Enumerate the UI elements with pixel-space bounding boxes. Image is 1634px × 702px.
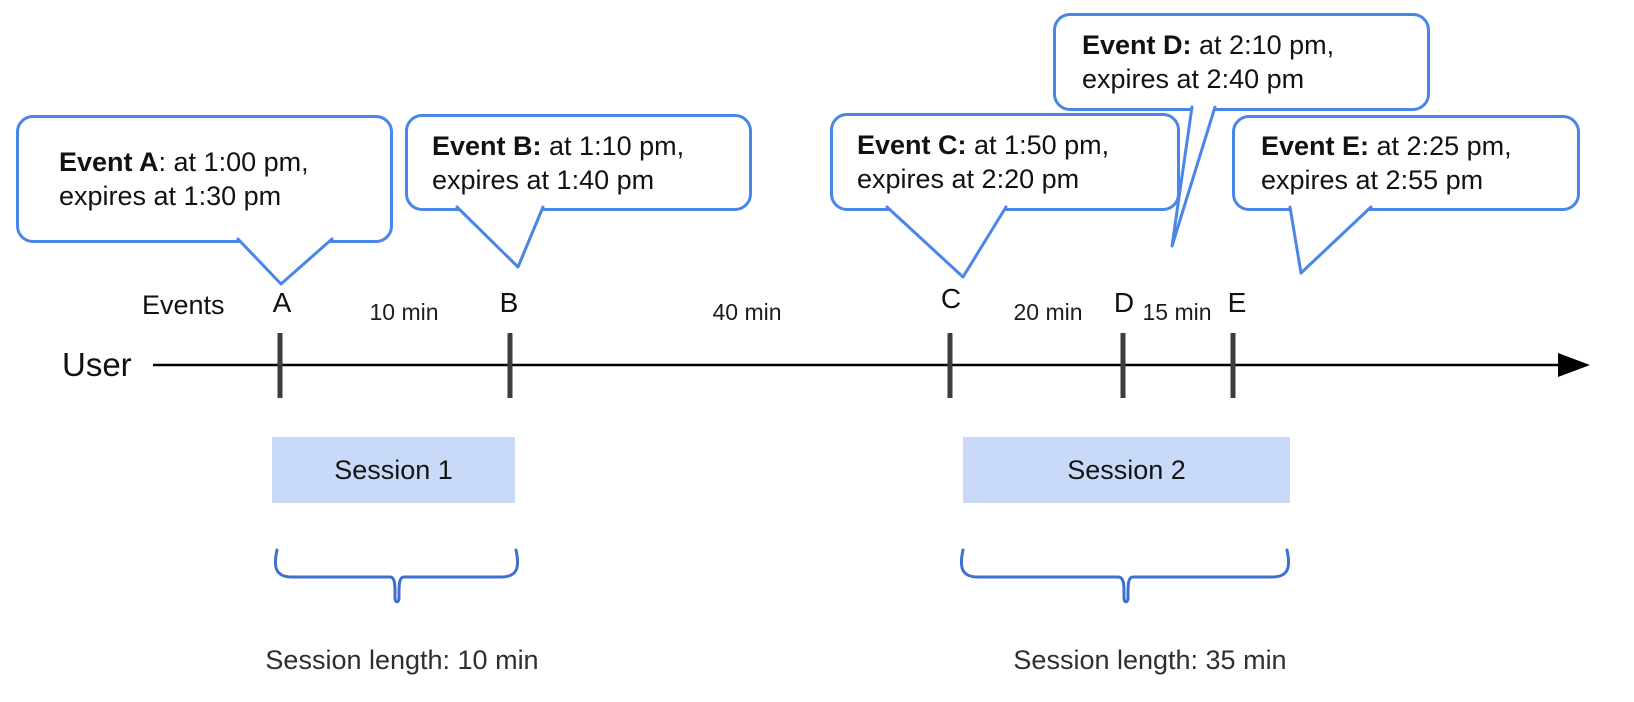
event-d-title: Event D: bbox=[1082, 30, 1192, 60]
session-1-length-caption: Session length: 10 min bbox=[265, 645, 539, 675]
event-b-callout: Event B: at 1:10 pm, expires at 1:40 pm bbox=[405, 114, 752, 211]
event-a-expiry: expires at 1:30 pm bbox=[59, 181, 282, 211]
session-2-label: Session 2 bbox=[1067, 454, 1186, 485]
session-1-box: Session 1 bbox=[272, 437, 515, 503]
event-c-callout: Event C: at 1:50 pm, expires at 2:20 pm bbox=[830, 113, 1180, 211]
interval-c-d: 20 min bbox=[1013, 299, 1083, 325]
event-b-title: Event B: bbox=[432, 130, 542, 161]
event-b-time: at 1:10 pm, bbox=[541, 130, 685, 161]
event-a-tail bbox=[236, 237, 334, 286]
event-a-callout: Event A: at 1:00 pm, expires at 1:30 pm bbox=[16, 115, 393, 243]
event-e-line1: Event E: at 2:25 pm, bbox=[1261, 129, 1577, 163]
tick-label-b: B bbox=[499, 287, 519, 318]
event-a-time: : at 1:00 pm, bbox=[158, 147, 309, 177]
tick-label-a: A bbox=[272, 287, 292, 318]
event-b-tail bbox=[455, 205, 545, 269]
session-1-label: Session 1 bbox=[334, 454, 453, 485]
session-2-box: Session 2 bbox=[963, 437, 1290, 503]
interval-d-e: 15 min bbox=[1142, 299, 1212, 325]
event-d-time: at 2:10 pm, bbox=[1191, 30, 1335, 60]
tick-label-e: E bbox=[1227, 287, 1247, 318]
event-d-callout: Event D: at 2:10 pm, expires at 2:40 pm bbox=[1053, 13, 1430, 111]
tick-label-c: C bbox=[940, 283, 962, 314]
event-e-time: at 2:25 pm, bbox=[1369, 131, 1512, 161]
event-c-time: at 1:50 pm, bbox=[966, 130, 1110, 160]
event-c-tail bbox=[885, 205, 1008, 279]
event-a-line1: Event A: at 1:00 pm, bbox=[59, 145, 390, 179]
interval-a-b: 10 min bbox=[369, 299, 439, 325]
event-b-line1: Event B: at 1:10 pm, bbox=[432, 129, 749, 163]
timeline-arrowhead-icon bbox=[1558, 353, 1590, 377]
event-d-expiry: expires at 2:40 pm bbox=[1082, 64, 1305, 94]
session-2-brace bbox=[959, 548, 1291, 604]
session-1-brace bbox=[273, 548, 520, 604]
session-2-length-caption: Session length: 35 min bbox=[1013, 645, 1287, 675]
event-c-title: Event C: bbox=[857, 130, 967, 160]
event-e-tail bbox=[1288, 205, 1373, 275]
event-e-expiry: expires at 2:55 pm bbox=[1261, 165, 1484, 195]
event-c-expiry: expires at 2:20 pm bbox=[857, 164, 1080, 194]
event-e-callout: Event E: at 2:25 pm, expires at 2:55 pm bbox=[1232, 115, 1580, 211]
events-axis-label: Events bbox=[142, 290, 225, 320]
event-d-line1: Event D: at 2:10 pm, bbox=[1082, 28, 1427, 62]
event-e-title: Event E: bbox=[1261, 131, 1370, 161]
event-c-line1: Event C: at 1:50 pm, bbox=[857, 128, 1177, 162]
interval-b-c: 40 min bbox=[712, 299, 782, 325]
user-axis-label: User bbox=[62, 346, 132, 383]
event-b-expiry: expires at 1:40 pm bbox=[432, 164, 655, 195]
tick-label-d: D bbox=[1113, 287, 1135, 318]
event-a-title: Event A bbox=[59, 147, 159, 177]
